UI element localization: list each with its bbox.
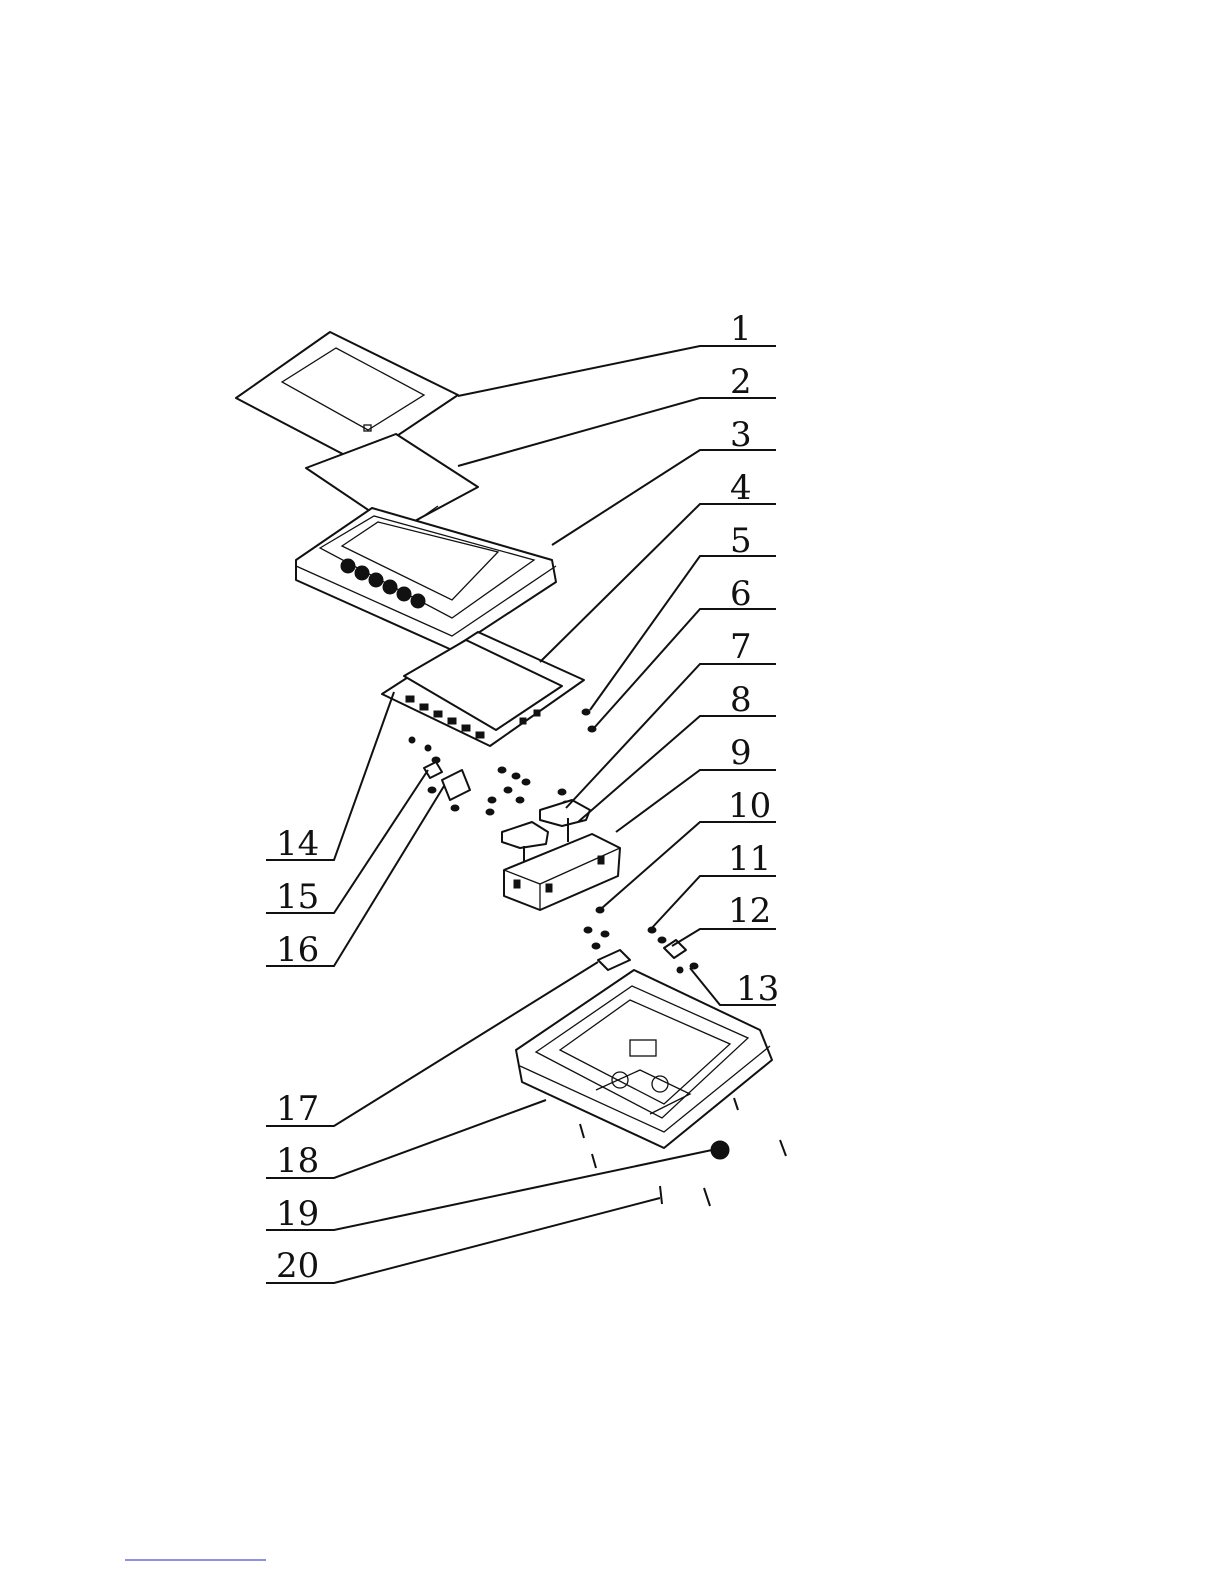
callout-11: 11: [728, 839, 771, 879]
callout-16: 16: [276, 930, 319, 970]
callout-17: 17: [276, 1089, 319, 1129]
callout-12: 12: [728, 891, 771, 931]
part-1-overlay-panel: [236, 332, 458, 462]
callout-3: 3: [730, 415, 752, 455]
callout-15: 15: [276, 877, 319, 917]
part-3-front-housing: [296, 508, 556, 650]
callout-2: 2: [730, 362, 752, 402]
callout-1: 1: [730, 309, 752, 349]
callout-10: 10: [728, 786, 771, 826]
callout-7: 7: [730, 627, 752, 667]
part-18-rear-housing: [516, 970, 772, 1148]
callout-4: 4: [730, 468, 752, 508]
callout-8: 8: [730, 680, 752, 720]
callout-9: 9: [730, 733, 752, 773]
callout-20: 20: [276, 1246, 319, 1286]
callout-14: 14: [276, 824, 319, 864]
callout-6: 6: [730, 574, 752, 614]
callout-18: 18: [276, 1141, 319, 1181]
callout-13: 13: [736, 969, 779, 1009]
callout-5: 5: [730, 521, 752, 561]
callout-19: 19: [276, 1194, 319, 1234]
